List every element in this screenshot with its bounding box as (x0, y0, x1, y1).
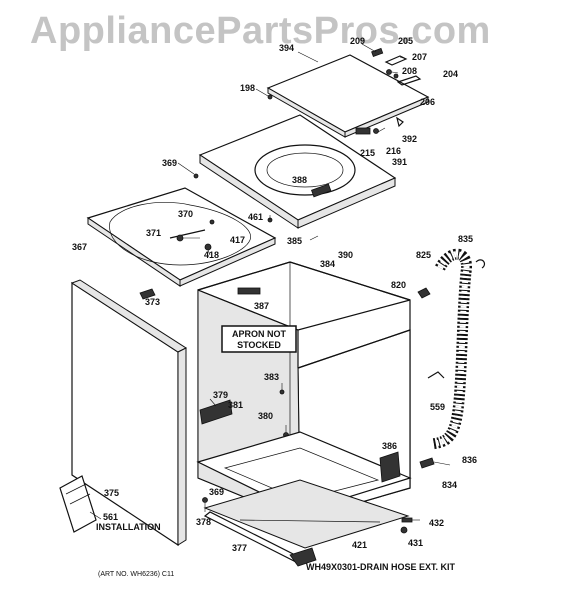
label-206: 206 (420, 97, 435, 107)
label-207: 207 (412, 52, 427, 62)
label-377: 377 (232, 543, 247, 553)
lid-hardware (267, 47, 422, 135)
label-421: 421 (352, 540, 367, 550)
watermark: AppliancePartsPros.com (30, 10, 491, 52)
label-561: 561 (103, 512, 118, 522)
label-387: 387 (254, 301, 269, 311)
label-391: 391 (392, 157, 407, 167)
label-369-top: 369 (162, 158, 177, 168)
screw-369 (193, 173, 199, 179)
label-386: 386 (382, 441, 397, 451)
mounting-frame (86, 187, 277, 287)
label-381: 381 (228, 400, 243, 410)
label-209: 209 (350, 36, 365, 46)
art-number: (ART NO. WH6236) C11 (98, 571, 174, 578)
label-198: 198 (240, 83, 255, 93)
label-215: 215 (360, 148, 375, 158)
installation-caption: INSTALLATION (96, 522, 161, 532)
label-432: 432 (429, 518, 444, 528)
label-380: 380 (258, 411, 273, 421)
label-204: 204 (443, 69, 458, 79)
label-378: 378 (196, 517, 211, 527)
label-820: 820 (391, 280, 406, 290)
label-388: 388 (292, 175, 307, 185)
label-369-bottom: 369 (209, 487, 224, 497)
label-834: 834 (442, 480, 457, 490)
label-384: 384 (320, 259, 335, 269)
lid (266, 54, 430, 138)
label-373: 373 (145, 297, 160, 307)
label-392: 392 (402, 134, 417, 144)
drain-kit-caption: WH49X0301-DRAIN HOSE EXT. KIT (306, 562, 456, 572)
label-208: 208 (402, 66, 417, 76)
label-836: 836 (462, 455, 477, 465)
label-431: 431 (408, 538, 423, 548)
label-216: 216 (386, 146, 401, 156)
label-559: 559 (430, 402, 445, 412)
front-panel (70, 279, 188, 547)
label-825: 825 (416, 250, 431, 260)
label-375: 375 (104, 488, 119, 498)
part-labels: 394 209 205 207 208 204 206 198 392 215 … (72, 36, 477, 553)
label-371: 371 (146, 228, 161, 238)
label-394: 394 (279, 43, 294, 53)
part-387 (237, 287, 261, 295)
label-370: 370 (178, 209, 193, 219)
label-205: 205 (398, 36, 413, 46)
drain-hose (417, 248, 486, 469)
label-379: 379 (213, 390, 228, 400)
label-417: 417 (230, 235, 245, 245)
apron-line2: STOCKED (237, 340, 281, 350)
label-418: 418 (204, 250, 219, 260)
apron-callout: APRON NOT STOCKED (221, 325, 297, 353)
top-cover (198, 114, 397, 229)
installation-booklet (59, 475, 97, 533)
label-367: 367 (72, 242, 87, 252)
label-461: 461 (248, 212, 263, 222)
label-383: 383 (264, 372, 279, 382)
label-385: 385 (287, 236, 302, 246)
leader-lines (89, 43, 451, 521)
apron-line1: APRON NOT (232, 329, 287, 339)
clip-373 (139, 288, 156, 300)
label-390: 390 (338, 250, 353, 260)
label-835: 835 (458, 234, 473, 244)
apron-bar (202, 497, 413, 567)
